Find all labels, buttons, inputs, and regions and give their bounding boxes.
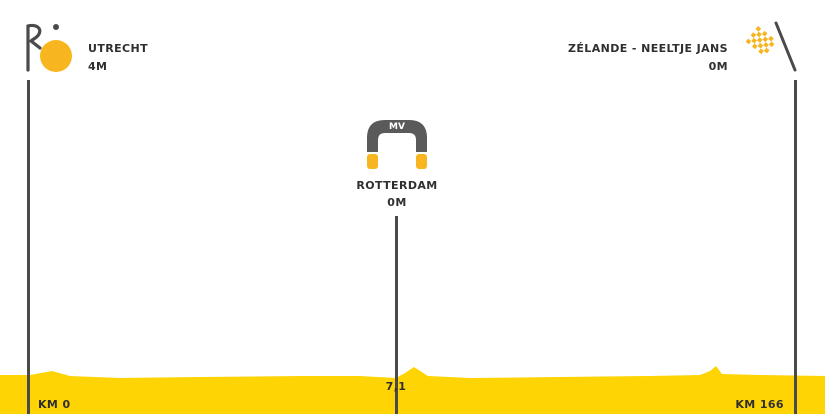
arch-badge-text: MV xyxy=(389,122,405,132)
start-town-label: UTRECHT xyxy=(88,42,149,55)
finish-altitude-label: 0M xyxy=(708,60,728,73)
finish-line xyxy=(794,80,797,414)
finish-km-label: KM 166 xyxy=(735,398,784,411)
profile-shape xyxy=(0,366,825,414)
intermediate-km-label: 7,1 xyxy=(385,380,407,393)
intermediate-altitude-label: 0M xyxy=(387,196,407,209)
start-line xyxy=(27,80,30,414)
finish-town-label: ZÉLANDE - NEELTJE JANS xyxy=(568,42,728,55)
start-altitude-label: 4M xyxy=(88,60,108,73)
start-km-label: KM 0 xyxy=(38,398,71,411)
arch-icon: MV xyxy=(367,120,427,169)
start-logo-icon xyxy=(26,23,72,72)
intermediate-town-label: ROTTERDAM xyxy=(356,179,438,192)
intermediate-line xyxy=(395,216,398,414)
checkered-flag-icon xyxy=(745,21,797,72)
